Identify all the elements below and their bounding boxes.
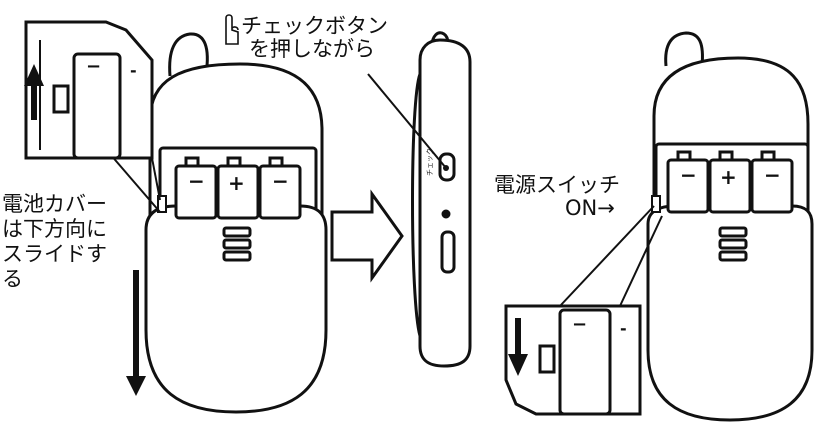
battery-3-minus: − (272, 169, 289, 193)
side-check-label: チェック (426, 148, 434, 176)
right-battery-1-minus: − (680, 163, 697, 187)
left-cover-grip (222, 226, 252, 262)
left-batteries (174, 156, 302, 220)
right-callout (504, 205, 663, 416)
battery-2-plus: + (228, 171, 245, 195)
battery-terminal (184, 156, 200, 168)
side-phone (411, 31, 472, 368)
right-callout-battery-minus: − (572, 314, 587, 335)
callout-compartment-minus: - (130, 61, 137, 80)
left-callout (24, 20, 161, 213)
battery-terminal (268, 156, 284, 168)
check-button-label-line2: を押しながら (249, 37, 375, 61)
right-battery-3-minus: − (764, 163, 781, 187)
callout-battery-minus: − (86, 56, 101, 77)
left-arrow-down (126, 270, 146, 396)
right-battery-2-plus: + (720, 165, 737, 189)
next-step-arrow (330, 189, 404, 283)
left-arrow-up (24, 64, 44, 120)
power-switch-label: 電源スイッチ (494, 173, 620, 197)
right-arrow-down (508, 318, 528, 376)
pointer-line (367, 73, 449, 171)
on-label: ON→ (565, 196, 615, 220)
left-phone (144, 32, 328, 414)
right-cover-grip (718, 226, 748, 262)
right-switch (651, 195, 661, 213)
right-callout-compartment-minus: - (620, 319, 627, 338)
left-switch (157, 195, 167, 213)
check-button-label-line1: チェックボタン (241, 14, 388, 38)
cover-instruction-label: 電池カバー は下方向に スライドす る (2, 192, 107, 291)
battery-terminal (226, 156, 242, 168)
hand-pointer-icon (225, 14, 239, 45)
battery-1-minus: − (188, 169, 205, 193)
right-batteries (666, 150, 794, 214)
